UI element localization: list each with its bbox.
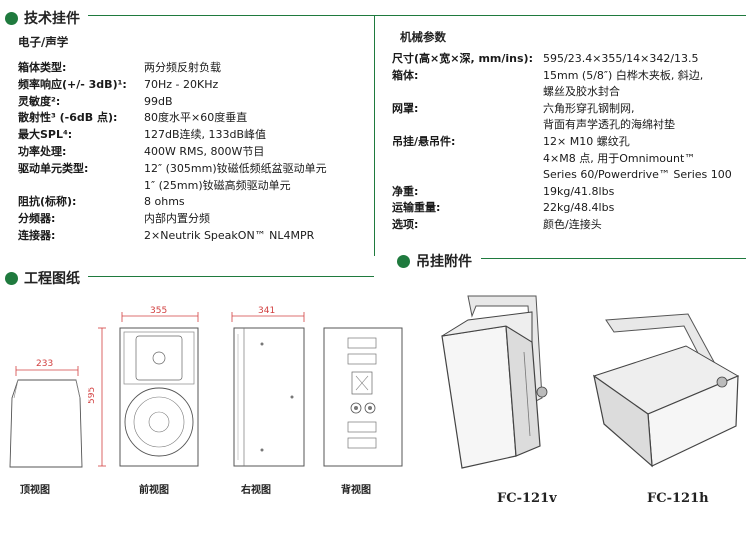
drawings-section-rule [88, 276, 374, 277]
spec-label: 分频器: [18, 212, 56, 226]
tech-section-header: 技术挂件 [5, 8, 80, 28]
spec-label: 灵敏度²: [18, 94, 61, 108]
spec-value: 两分频反射负载 [144, 61, 221, 74]
acoustics-title: 电子/声学 [18, 35, 69, 49]
spec-value: 99dB [144, 94, 173, 108]
spec-value: 80度水平×60度垂直 [144, 111, 248, 125]
spec-label: 箱体: [392, 68, 419, 82]
spec-value: 2×Neutrik SpeakON™ NL4MPR [144, 229, 315, 242]
fc121h-product-image [592, 313, 740, 468]
back-view-label: 背视图 [341, 485, 371, 496]
spec-value: 螺丝及胶水封合 [543, 85, 620, 99]
spec-value: 595/23.4×355/14×342/13.5 [543, 52, 699, 65]
spec-value: 六角形穿孔钢制网, [543, 101, 635, 115]
drawings-section-header: 工程图纸 [5, 268, 80, 288]
right-view-drawing: 341 [231, 306, 305, 467]
spec-label: 净重: [392, 184, 419, 198]
spec-label: 最大SPL⁴: [18, 128, 73, 142]
fc121v-product-image [441, 295, 548, 469]
top-view-dimension: 233 [36, 359, 53, 369]
section-bullet-icon [5, 271, 18, 285]
front-view-width-dimension: 355 [150, 306, 167, 316]
spec-label: 阻抗(标称): [18, 195, 77, 209]
column-divider [374, 15, 375, 256]
front-view-label: 前视图 [139, 485, 169, 496]
spec-value: 12″ (305mm)钕磁低频纸盆驱动单元 [144, 161, 327, 175]
fc121v-caption: FC-121v [497, 491, 557, 506]
spec-value: 12× M10 螺纹孔 [543, 135, 630, 148]
spec-value: 19kg/41.8lbs [543, 184, 615, 198]
spec-label: 箱体类型: [18, 61, 67, 74]
spec-label: 散射性³ (-6dB 点): [18, 111, 118, 125]
mechanical-title: 机械参数 [400, 30, 446, 44]
front-view-drawing: 355 595 [88, 306, 199, 467]
spec-label: 网罩: [392, 101, 419, 115]
mounting-section-title: 吊挂附件 [416, 254, 472, 270]
spec-value: 内部内置分频 [144, 212, 210, 226]
section-bullet-icon [5, 11, 18, 25]
spec-value: 127dB连续, 133dB峰值 [144, 128, 267, 142]
spec-value: 8 ohms [144, 195, 185, 209]
spec-value: 背面有声学透孔的海绵衬垫 [543, 118, 675, 132]
mounting-section-header: 吊挂附件 [397, 251, 472, 271]
spec-value: 70Hz - 20KHz [144, 77, 219, 91]
spec-label: 运输重量: [392, 201, 441, 215]
spec-value: 22kg/48.4lbs [543, 201, 615, 215]
spec-value: 400W RMS, 800W节目 [144, 145, 265, 158]
spec-label: 吊挂/悬吊件: [392, 135, 456, 148]
section-bullet-icon [397, 254, 410, 268]
top-view-drawing: 233 [9, 359, 83, 468]
spec-label: 连接器: [18, 229, 56, 242]
front-view-height-dimension: 595 [88, 387, 97, 404]
spec-label: 频率响应(+/- 3dB)¹: [18, 77, 127, 91]
spec-value: 15mm (5/8″) 白桦木夹板, 斜边, [543, 68, 704, 82]
back-view-drawing [323, 327, 403, 467]
tech-section-title: 技术挂件 [24, 11, 80, 27]
spec-value: Series 60/Powerdrive™ Series 100 [543, 168, 732, 182]
tech-section-rule [88, 15, 746, 16]
top-view-label: 顶视图 [20, 485, 50, 496]
drawings-section-title: 工程图纸 [24, 271, 80, 287]
mounting-section-rule [481, 258, 746, 259]
spec-label: 选项: [392, 218, 419, 231]
spec-value: 4×M8 点, 用于Omnimount™ [543, 151, 696, 165]
fc121h-caption: FC-121h [647, 491, 709, 506]
right-view-dimension: 341 [258, 306, 275, 316]
spec-label: 驱动单元类型: [18, 161, 89, 175]
spec-label: 功率处理: [18, 145, 67, 158]
spec-value: 颜色/连接头 [543, 218, 602, 231]
spec-value: 1″ (25mm)钕磁高频驱动单元 [144, 178, 291, 192]
spec-label: 尺寸(高×宽×深, mm/ins): [392, 52, 533, 65]
right-view-label: 右视图 [241, 485, 271, 496]
